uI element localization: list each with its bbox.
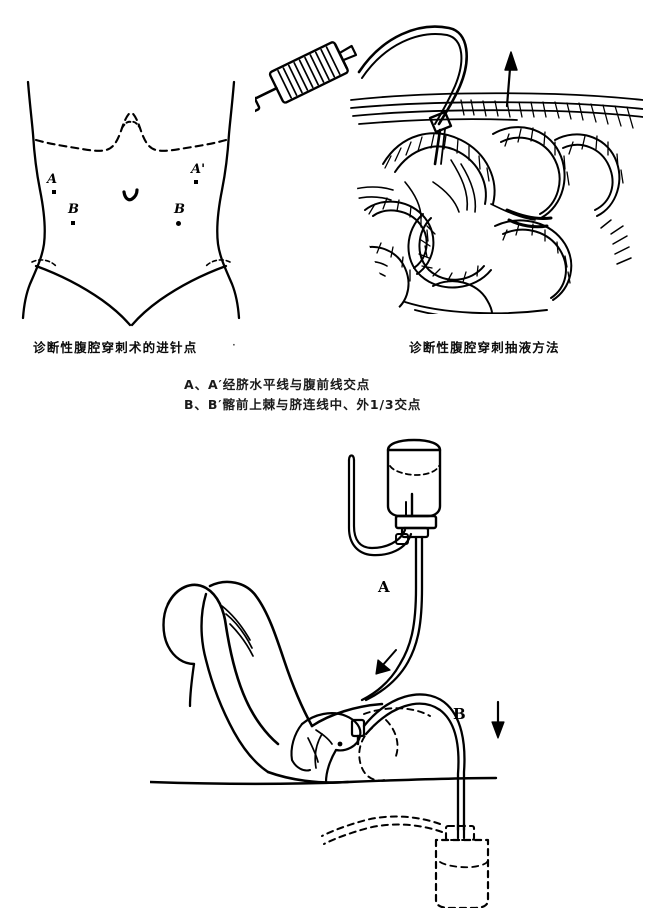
patient-body-outline xyxy=(150,580,498,786)
flow-arrow-up xyxy=(504,51,518,108)
infusion-bottle-icon xyxy=(386,438,442,539)
inflow-label-a: A xyxy=(378,578,390,596)
point-marker-b-prime xyxy=(176,221,181,226)
point-marker-b xyxy=(71,221,75,225)
legend-line-1: A、A′经脐水平线与腹前线交点 xyxy=(184,377,371,392)
point-label-b: B xyxy=(68,202,79,217)
caption-abdomen-map: 诊断性腹腔穿刺术的进针点 xyxy=(33,340,198,355)
outflow-arrow xyxy=(491,700,505,739)
point-label-a: A xyxy=(47,172,58,187)
point-marker-a xyxy=(52,190,56,194)
bed-surface-line xyxy=(150,776,498,786)
collection-bottle-icon xyxy=(434,824,490,908)
abdomen-outline-art xyxy=(21,80,241,327)
outflow-tube-b xyxy=(321,693,466,845)
outflow-label-b: B xyxy=(453,705,466,723)
paracentesis-needle-icon xyxy=(337,718,366,747)
inflow-tube-a xyxy=(360,535,424,702)
drainage-setup-diagram: A B xyxy=(150,438,540,908)
point-label-b-prime: B xyxy=(174,202,185,217)
drainage-setup-art xyxy=(150,438,505,908)
abdomen-puncture-point-diagram: A A' B B xyxy=(6,78,256,328)
caption-aspiration-method: 诊断性腹腔穿刺抽液方法 xyxy=(409,340,560,355)
legend-line-2: B、B′髂前上棘与脐连线中、外1/3交点 xyxy=(184,397,422,412)
inflow-arrow xyxy=(375,649,397,675)
syringe-icon xyxy=(255,41,358,114)
aspiration-method-diagram xyxy=(255,14,643,320)
point-marker-a-prime xyxy=(194,180,198,184)
caption-abdomen-map-mark: · xyxy=(232,338,237,352)
air-vent-tube xyxy=(347,454,413,557)
sterile-drape xyxy=(290,712,362,784)
umbilicus-icon xyxy=(122,188,139,202)
roller-clamp-icon xyxy=(395,533,409,545)
point-label-a-prime: A' xyxy=(191,162,206,177)
connecting-tube xyxy=(357,25,468,126)
viscera-illustration xyxy=(351,126,632,314)
aspiration-art xyxy=(255,25,643,314)
